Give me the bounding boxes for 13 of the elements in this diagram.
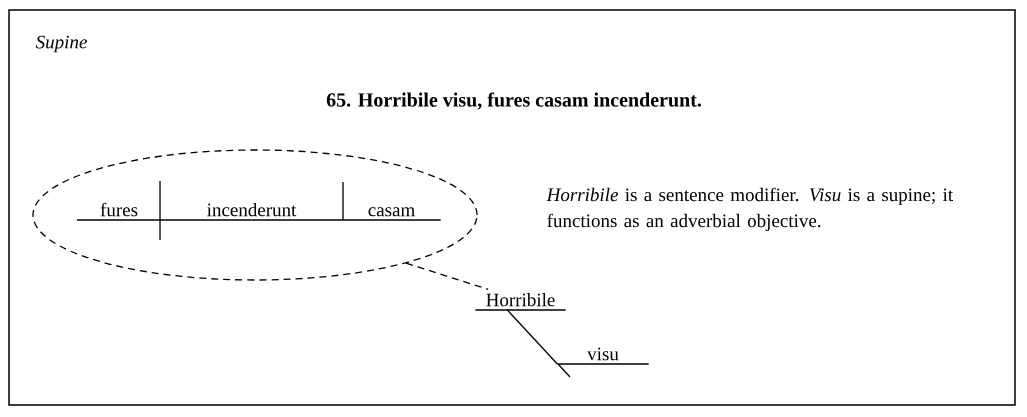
word: casam	[368, 207, 415, 217]
connector-line	[76, 219, 253, 221]
heading: Supine	[35, 35, 87, 53]
title: 65. Horribile visu, fures casam incenderunt.	[326, 92, 701, 110]
word: incenderunt	[207, 203, 297, 217]
word: visu	[587, 347, 619, 361]
connector-line	[506, 309, 558, 365]
word: fures	[100, 202, 138, 217]
connector-line	[250, 219, 442, 221]
dashed-ellipse	[32, 149, 478, 281]
word: Horribile	[486, 293, 555, 307]
connector-line	[405, 262, 489, 290]
note: Horribile is a sentence modifier. Visu is a supine; it functions as an adverbial objective.	[546, 187, 953, 232]
